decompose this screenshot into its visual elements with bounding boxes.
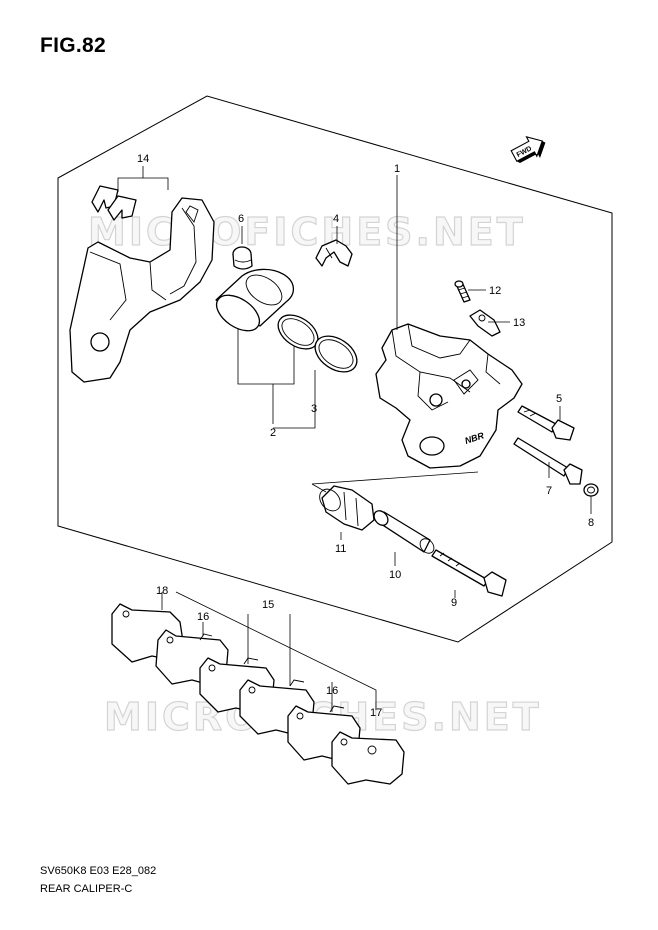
callout-17: 17 bbox=[370, 707, 382, 719]
part-3-piston-seals bbox=[277, 314, 358, 373]
part-13-bleeder-cap bbox=[469, 309, 501, 337]
callout-15: 15 bbox=[262, 599, 274, 611]
callout-9: 9 bbox=[451, 597, 457, 609]
callout-13: 13 bbox=[513, 317, 525, 329]
callout-2: 2 bbox=[270, 427, 276, 439]
callout-1: 1 bbox=[394, 163, 400, 175]
forward-arrow-icon: FWD bbox=[510, 136, 546, 164]
leader-lines bbox=[117, 166, 592, 712]
callout-16-lower: 16 bbox=[326, 685, 338, 697]
callout-18: 18 bbox=[156, 585, 168, 597]
part-1-caliper-body: NBR bbox=[375, 323, 523, 469]
callout-11: 11 bbox=[335, 543, 346, 555]
callout-4: 4 bbox=[333, 213, 339, 225]
part-14-pad-clips bbox=[91, 185, 137, 221]
part-7-slide-pin bbox=[513, 437, 583, 485]
callout-7: 7 bbox=[546, 485, 552, 497]
part-8-cap bbox=[583, 483, 599, 497]
callout-8: 8 bbox=[588, 517, 594, 529]
figure-title: FIG.82 bbox=[40, 34, 106, 57]
callout-5: 5 bbox=[556, 393, 562, 405]
part-5-pin-bolt bbox=[517, 405, 575, 441]
part-6-boot bbox=[232, 246, 253, 270]
part-9-bolt bbox=[431, 549, 507, 597]
watermark-top: MICROFICHES.NET bbox=[88, 210, 526, 254]
part-4-pad-spring bbox=[315, 239, 353, 267]
part-10-sleeve bbox=[373, 510, 435, 554]
figure-code: SV650K8 E03 E28_082 bbox=[40, 865, 157, 877]
callout-16-upper: 16 bbox=[197, 611, 209, 623]
figure-caption: REAR CALIPER-C bbox=[40, 883, 133, 895]
part-11-boot bbox=[319, 485, 375, 531]
part-14-caliper-bracket bbox=[69, 197, 215, 383]
callout-14: 14 bbox=[137, 153, 149, 165]
part-2-piston bbox=[215, 268, 295, 332]
brake-pads-group bbox=[111, 603, 405, 785]
part-12-bleeder-valve bbox=[454, 280, 471, 303]
callout-numbers: 14 6 4 1 12 13 5 7 8 2 3 11 10 9 18 15 1… bbox=[137, 153, 594, 719]
assembly-outline bbox=[57, 95, 613, 643]
callout-6: 6 bbox=[238, 213, 244, 225]
pad-17 bbox=[331, 731, 405, 785]
exploded-parts-diagram: MICROFICHES.NET MICROFICHES.NET FWD bbox=[57, 95, 613, 785]
callout-10: 10 bbox=[389, 569, 401, 581]
callout-12: 12 bbox=[489, 285, 501, 297]
callout-3: 3 bbox=[311, 403, 317, 415]
